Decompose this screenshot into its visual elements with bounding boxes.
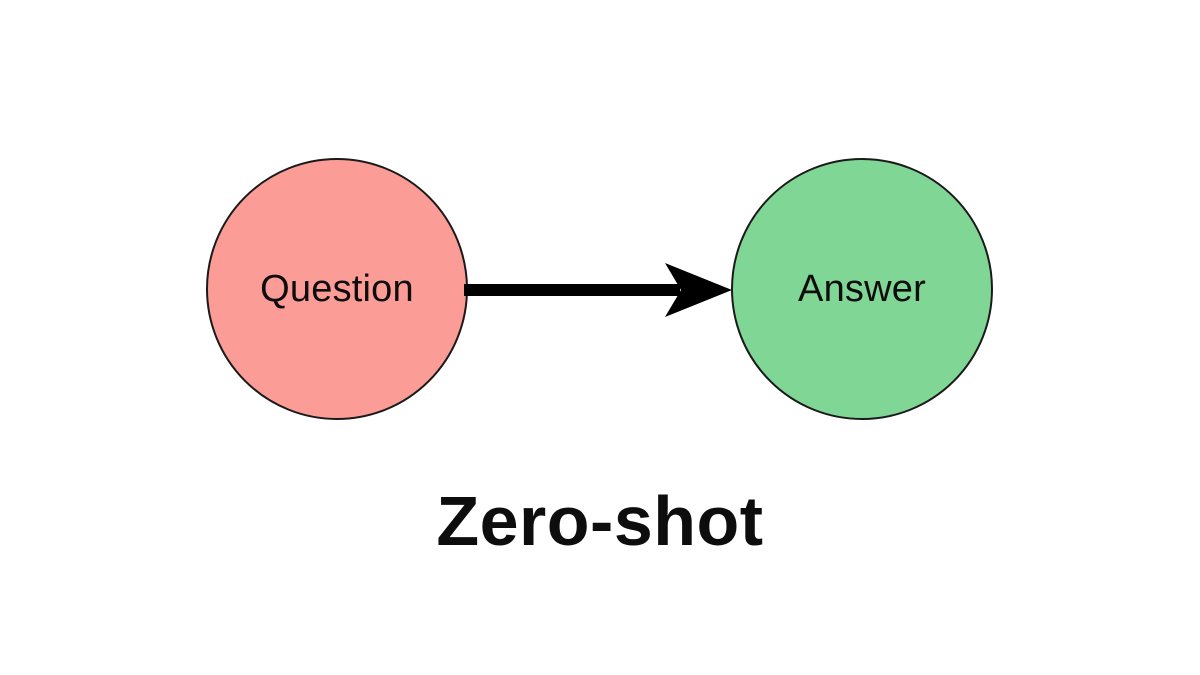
- node-question[interactable]: Question: [206, 158, 468, 420]
- node-question-label: Question: [260, 267, 414, 310]
- arrow-head-icon: [665, 263, 732, 317]
- arrow-shaft: [464, 284, 680, 296]
- diagram-title: Zero-shot: [436, 482, 764, 560]
- node-answer[interactable]: Answer: [731, 158, 993, 420]
- arrow-connector: [464, 263, 732, 317]
- node-answer-label: Answer: [798, 267, 926, 310]
